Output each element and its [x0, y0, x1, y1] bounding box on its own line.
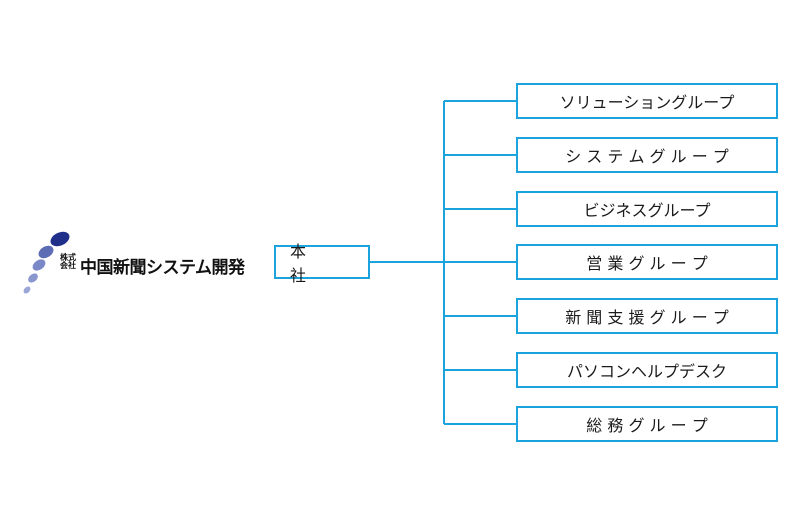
- company-logo: 株式会社 中国新聞システム開発: [18, 228, 268, 300]
- headquarters-box: 本 社: [274, 242, 370, 285]
- logo-company-name: 中国新聞システム開発: [80, 258, 245, 278]
- dot-swoosh-logo-icon: [23, 231, 70, 294]
- group-box-system: シ ス テ ム グ ル ー プ: [516, 137, 778, 173]
- group-box-newspaper-support: 新 聞 支 援 グ ル ー プ: [516, 298, 778, 334]
- group-box-business: ビジネスグループ: [516, 191, 778, 227]
- logo-legal-suffix: 株式会社: [60, 253, 76, 270]
- group-box-general-affairs: 総 務 グ ル ー プ: [516, 406, 778, 442]
- group-box-solution: ソリューショングループ: [516, 83, 778, 119]
- group-box-pc-helpdesk: パソコンヘルプデスク: [516, 352, 778, 388]
- group-box-sales: 営 業 グ ル ー プ: [516, 244, 778, 280]
